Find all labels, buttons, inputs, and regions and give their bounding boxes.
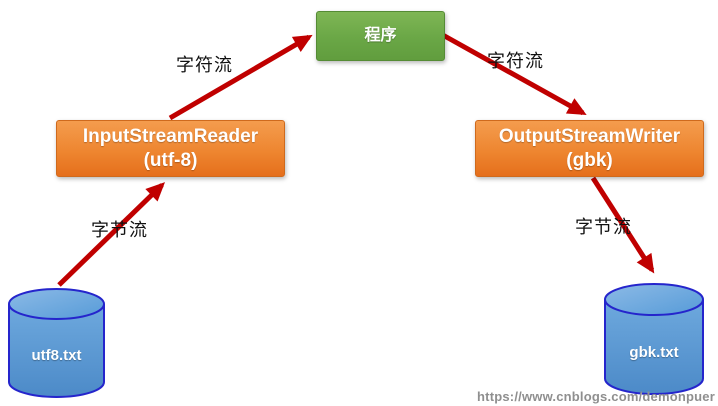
output-stream-writer-charset: (gbk) [566, 149, 613, 171]
output-stream-writer-node: OutputStreamWriter (gbk) [475, 120, 704, 177]
gbk-file-cylinder: gbk.txt [603, 282, 705, 396]
program-node: 程序 [316, 11, 445, 61]
utf8-file-label: utf8.txt [31, 347, 82, 365]
arrow-input-to-program [168, 34, 313, 121]
program-node-label: 程序 [364, 27, 397, 44]
watermark-url: https://www.cnblogs.com/demonpuer [477, 389, 715, 404]
input-stream-reader-label: InputStreamReader [82, 125, 259, 147]
utf8-file-cylinder: utf8.txt [7, 287, 106, 399]
char-stream-label-right: 字符流 [487, 51, 544, 71]
char-stream-label-left: 字符流 [176, 55, 233, 75]
output-stream-writer-label: OutputStreamWriter [498, 125, 681, 147]
input-stream-reader-node: InputStreamReader (utf-8) [56, 120, 285, 177]
arrow-program-to-output [439, 31, 587, 116]
byte-stream-label-left: 字节流 [91, 220, 148, 240]
byte-stream-label-right: 字节流 [575, 217, 632, 237]
input-stream-reader-charset: (utf-8) [143, 149, 198, 171]
gbk-file-label: gbk.txt [629, 343, 679, 361]
cylinder-icon [604, 283, 704, 395]
cylinder-icon [8, 288, 105, 398]
